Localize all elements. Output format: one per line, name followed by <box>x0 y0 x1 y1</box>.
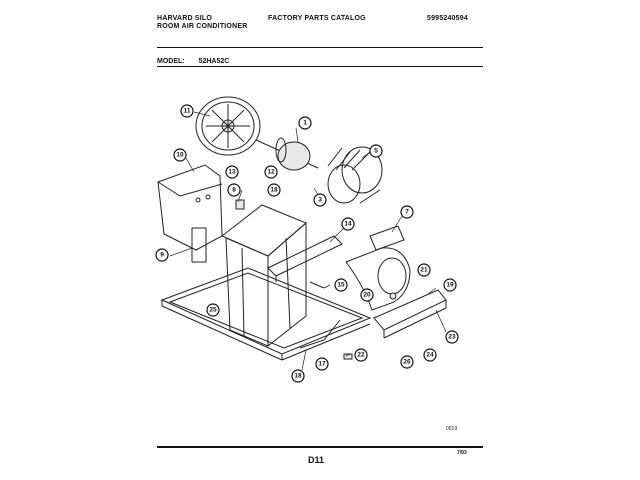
callout-19: 19 <box>443 278 457 292</box>
shroud-drawing <box>157 164 223 251</box>
callout-25: 25 <box>206 303 220 317</box>
svg-text:3: 3 <box>318 197 322 204</box>
svg-text:7: 7 <box>405 209 409 216</box>
figure-code: 0019 <box>446 426 458 432</box>
svg-text:21: 21 <box>420 267 428 274</box>
page-number: D11 <box>308 455 325 465</box>
callout-10: 10 <box>173 148 187 162</box>
callout-18-lower: 18 <box>291 369 305 383</box>
fan-blade-drawing <box>195 96 261 156</box>
wire-harness-drawing <box>299 319 341 349</box>
svg-text:14: 14 <box>344 221 352 228</box>
washer-drawing <box>389 292 397 300</box>
coil-drawing <box>191 227 207 263</box>
callout-9: 9 <box>155 248 169 262</box>
svg-text:12: 12 <box>267 169 275 176</box>
callout-3: 3 <box>313 193 327 207</box>
callout-26: 26 <box>400 355 414 369</box>
scroll-housing-drawing <box>345 225 411 311</box>
header-divider <box>157 47 483 48</box>
callout-7: 7 <box>400 205 414 219</box>
footer-divider <box>157 446 483 448</box>
svg-text:17: 17 <box>318 361 326 368</box>
model-divider <box>157 66 483 67</box>
svg-text:24: 24 <box>426 352 434 359</box>
clip-drawing <box>343 353 353 360</box>
callout-12: 12 <box>264 165 278 179</box>
catalog-title: FACTORY PARTS CATALOG <box>268 15 366 22</box>
blower-wheel-drawing <box>327 146 383 204</box>
motor-drawing <box>255 137 319 171</box>
svg-text:8: 8 <box>232 187 236 194</box>
svg-text:1: 1 <box>303 120 307 127</box>
callout-24: 24 <box>423 348 437 362</box>
callout-20: 20 <box>360 288 374 302</box>
callout-14: 14 <box>341 217 355 231</box>
trough-drawing <box>267 235 343 282</box>
chassis-drawing <box>221 204 307 348</box>
revision-date: 7/93 <box>457 450 467 456</box>
shaft-drawing <box>309 281 325 289</box>
callout-1: 1 <box>298 116 312 130</box>
base-pan-drawing <box>160 267 372 361</box>
bracket-drawing <box>373 289 447 339</box>
leader-lines <box>169 111 447 371</box>
catalog-number: 5995240594 <box>427 15 468 22</box>
brand-block: HARVARD SILO ROOM AIR CONDITIONER <box>157 15 247 31</box>
brand-line-1: HARVARD SILO <box>157 15 213 22</box>
brand-line-2: ROOM AIR CONDITIONER <box>157 23 248 30</box>
svg-text:18: 18 <box>294 373 302 380</box>
callout-17: 17 <box>315 357 329 371</box>
callout-21: 21 <box>417 263 431 277</box>
svg-text:19: 19 <box>446 282 454 289</box>
svg-text:10: 10 <box>176 152 184 159</box>
callout-23: 23 <box>445 330 459 344</box>
callout-22: 22 <box>354 348 368 362</box>
callout-18-upper: 18 <box>267 183 281 197</box>
capacitor-drawing <box>235 199 245 210</box>
callout-11: 11 <box>180 104 194 118</box>
callout-15: 15 <box>334 278 348 292</box>
svg-text:23: 23 <box>448 334 456 341</box>
small-parts-drawing <box>191 199 397 360</box>
svg-text:22: 22 <box>357 352 365 359</box>
svg-text:15: 15 <box>337 282 345 289</box>
callout-13: 13 <box>225 165 239 179</box>
svg-text:26: 26 <box>403 359 411 366</box>
model-value: 52HA52C <box>198 58 230 65</box>
callout-5: 5 <box>369 144 383 158</box>
callout-8: 8 <box>227 183 241 197</box>
svg-text:25: 25 <box>209 307 217 314</box>
model-line: MODEL: 52HA52C <box>157 58 241 65</box>
model-label: MODEL: <box>157 58 185 65</box>
svg-text:9: 9 <box>160 252 164 259</box>
svg-text:5: 5 <box>374 148 378 155</box>
svg-text:20: 20 <box>363 292 371 299</box>
svg-text:11: 11 <box>184 108 191 115</box>
svg-text:13: 13 <box>228 169 236 176</box>
svg-text:18: 18 <box>270 187 278 194</box>
